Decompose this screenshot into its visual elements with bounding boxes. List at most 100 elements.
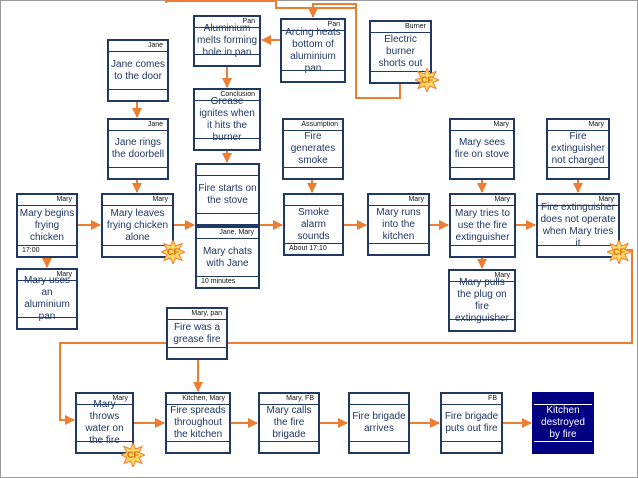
node-foot	[282, 70, 344, 81]
node-leaves: Mary Mary leaves frying chicken alone	[101, 193, 174, 258]
node-tag: Mary	[103, 195, 172, 206]
node-destroyed: Kitchen destroyed by fire	[532, 392, 594, 454]
node-text: Mary pulls the plug on fire extinguisher	[455, 276, 509, 324]
node-foot	[534, 441, 592, 452]
node-text: Fire starts on the stove	[198, 182, 257, 206]
node-tag: Mary	[18, 195, 76, 206]
node-jane-door: Jane Jane comes to the door	[107, 39, 169, 102]
cf-label: CF	[127, 450, 139, 460]
node-foot: 17:00	[18, 245, 76, 256]
node-text: Fire spreads throughout the kitchen	[170, 405, 226, 440]
node-tag: Mary, pan	[168, 309, 226, 320]
node-text: Fire extinguisher does not operate when …	[540, 201, 616, 249]
node-foot	[77, 441, 132, 452]
node-arrives: Fire brigade arrives	[348, 392, 410, 454]
node-foot: 10 minutes	[197, 276, 258, 287]
node-alarm: Smoke alarm sounds About 17:10	[283, 193, 344, 256]
node-foot	[167, 441, 229, 452]
node-aluminium-pan: Mary Mary uses an aluminium pan	[16, 268, 78, 330]
node-tag: Mary	[451, 120, 513, 131]
node-smoke: Assumption Fire generates smoke	[282, 118, 344, 180]
node-tag: Kitchen, Mary	[167, 394, 229, 405]
node-tag: Pan	[195, 17, 259, 28]
node-foot	[442, 441, 501, 452]
node-not-operate: Mary Fire extinguisher does not operate …	[536, 193, 620, 258]
node-tag: Pan	[282, 20, 344, 31]
node-text: Mary runs into the kitchen	[376, 206, 421, 242]
node-foot	[284, 167, 342, 178]
cf-label: CF	[421, 75, 433, 85]
node-text: Arcing heats bottom of aluminium pan	[285, 26, 341, 74]
cf-starburst-icon: CF	[159, 238, 187, 266]
node-foot	[109, 89, 167, 100]
node-chats: Jane, Mary Mary chats with Jane 10 minut…	[195, 226, 260, 289]
node-ext-not-charged: Mary Fire extinguisher not charged	[546, 118, 610, 180]
node-text: Fire extinguisher not charged	[551, 131, 605, 166]
node-tag: Jane	[109, 41, 167, 52]
node-arcing: Pan Arcing heats bottom of aluminium pan	[280, 18, 346, 83]
node-pulls-plug: Mary Mary pulls the plug on fire extingu…	[448, 269, 516, 332]
node-calls: Mary, FB Mary calls the fire brigade	[258, 392, 320, 454]
node-grease-fire: Mary, pan Fire was a grease fire	[166, 307, 228, 360]
node-text: Electric burner shorts out	[378, 34, 423, 69]
node-foot	[197, 213, 258, 224]
node-sees-fire: Mary Mary sees fire on stove	[449, 118, 515, 180]
node-tag: Mary	[538, 195, 618, 206]
node-foot	[371, 71, 430, 82]
node-text: Kitchen destroyed by fire	[541, 405, 585, 440]
node-text: Jane comes to the door	[111, 58, 165, 82]
node-text: Mary calls the fire brigade	[266, 405, 312, 440]
node-grease: Conclusion Grease ignites when it hits t…	[193, 88, 261, 151]
node-foot	[369, 243, 428, 254]
node-foot	[538, 245, 618, 256]
node-spreads: Kitchen, Mary Fire spreads throughout th…	[165, 392, 231, 454]
node-text: Fire was a grease fire	[173, 321, 221, 345]
node-tag	[350, 394, 408, 405]
cf-starburst-icon: CF	[605, 238, 633, 266]
arrow-burner-to-top-rail	[165, 0, 356, 9]
node-tag: Assumption	[284, 120, 342, 131]
node-tag: Mary	[77, 394, 132, 405]
node-foot	[168, 347, 226, 358]
node-tag: FB	[442, 394, 501, 405]
node-foot	[451, 167, 513, 178]
node-text: Aluminium melts forming hole in pan	[196, 23, 257, 58]
node-tag: Mary	[369, 195, 428, 206]
cf-starburst-icon: CF	[413, 66, 441, 94]
arrow-not-operate-loop	[59, 249, 633, 425]
node-tag: Mary	[451, 195, 514, 206]
node-foot	[109, 167, 167, 178]
node-text: Mary leaves frying chicken alone	[106, 207, 169, 243]
node-fire-starts: Fire starts on the stove	[195, 163, 260, 226]
node-foot	[548, 167, 608, 178]
node-foot	[350, 441, 408, 452]
node-text: Mary sees fire on stove	[454, 137, 510, 160]
node-foot	[451, 245, 514, 256]
node-tag: Mary	[18, 270, 76, 281]
cf-label: CF	[167, 247, 179, 257]
node-text: Jane rings the doorbell	[111, 137, 165, 160]
arrow-burner-to-arcing	[308, 3, 401, 99]
node-text: Mary chats with Jane	[203, 245, 252, 269]
node-text: Smoke alarm sounds	[297, 206, 330, 242]
node-tag: Mary	[450, 271, 514, 282]
node-foot	[450, 319, 514, 330]
node-foot	[260, 441, 318, 452]
node-text: Fire brigade puts out fire	[444, 411, 499, 434]
node-runs: Mary Mary runs into the kitchen	[367, 193, 430, 256]
node-foot	[195, 54, 259, 65]
node-text: Mary uses an aluminium pan	[23, 275, 71, 322]
node-foot	[103, 245, 172, 256]
node-tries: Mary Mary tries to use the fire extingui…	[449, 193, 516, 258]
node-tag: Jane	[109, 120, 167, 131]
node-throws-water: Mary Mary throws water on the fire	[75, 392, 134, 454]
cf-label: CF	[613, 247, 625, 257]
node-foot	[18, 317, 76, 328]
node-tag: Burner	[371, 22, 430, 33]
node-text: Mary begins frying chicken	[19, 207, 75, 243]
node-foot: About 17:10	[285, 243, 342, 254]
node-tag: Jane, Mary	[197, 228, 258, 239]
node-pan-melt: Pan Aluminium melts forming hole in pan	[193, 15, 261, 67]
node-foot	[195, 138, 259, 149]
